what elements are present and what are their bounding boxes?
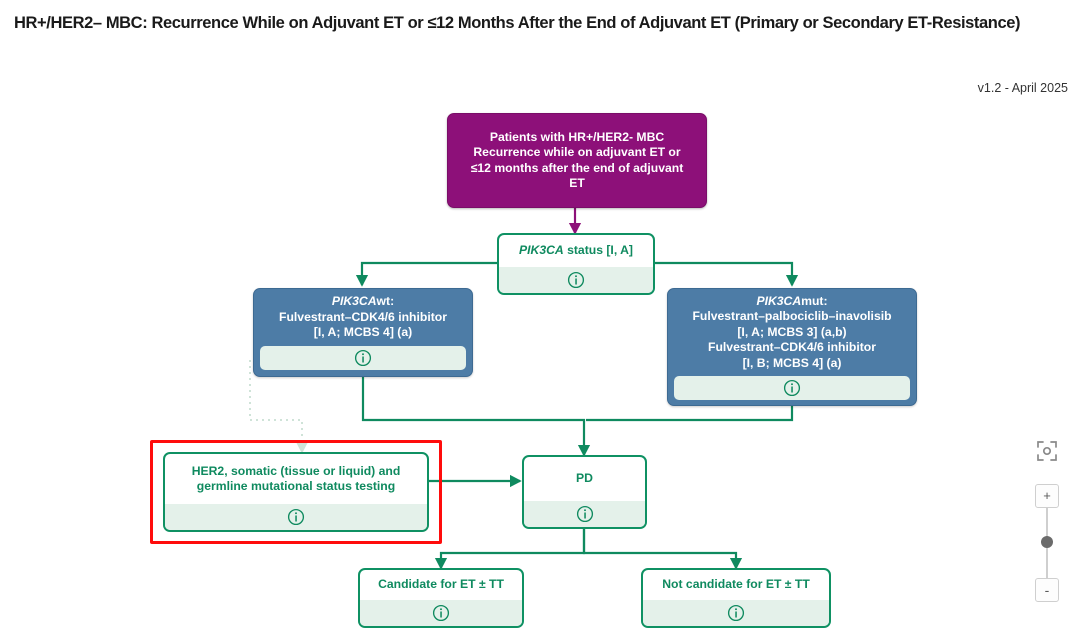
node-pik3ca-status[interactable]: PIK3CA status [I, A]	[497, 233, 655, 295]
node-candidate-text: Candidate for ET ± TT	[378, 577, 504, 592]
node-entry-text: Patients with HR+/HER2- MBC Recurrence w…	[470, 129, 684, 190]
version-label: v1.2 - April 2025	[977, 81, 1068, 95]
node-entry-patients[interactable]: Patients with HR+/HER2- MBC Recurrence w…	[447, 113, 707, 208]
node-pd-body: PD	[524, 457, 645, 501]
node-pik3ca-status-text: PIK3CA status [I, A]	[519, 243, 633, 258]
node-candidate-et-tt[interactable]: Candidate for ET ± TT	[358, 568, 524, 628]
node-pik3ca-status-footer[interactable]	[499, 267, 653, 293]
node-pd-footer[interactable]	[524, 501, 645, 527]
edge-ghost-wt-to-her2-testing	[249, 360, 308, 454]
info-icon[interactable]	[567, 271, 585, 289]
info-icon[interactable]	[727, 604, 745, 622]
node-not-candidate-footer[interactable]	[643, 600, 829, 626]
edge-status-to-pik3ca-mut	[655, 261, 799, 287]
edge-pd-to-not-candidate	[582, 529, 743, 570]
node-pik3ca-wt-body: PIK3CAwt: Fulvestrant–CDK4/6 inhibitor […	[254, 289, 472, 346]
node-candidate-body: Candidate for ET ± TT	[360, 570, 522, 600]
gene-name-italic: PIK3CA	[519, 243, 564, 258]
node-pik3ca-wt-footer[interactable]	[260, 346, 466, 370]
zoom-out-button[interactable]: -	[1035, 578, 1059, 602]
node-pik3ca-mut-footer[interactable]	[674, 375, 910, 400]
page-title: HR+/HER2– MBC: Recurrence While on Adjuv…	[14, 14, 1021, 32]
node-pik3ca-mut-body: PIK3CAmut: Fulvestrant–palbociclib–inavo…	[668, 289, 916, 376]
info-icon[interactable]	[432, 604, 450, 622]
node-entry-body: Patients with HR+/HER2- MBC Recurrence w…	[448, 114, 706, 207]
info-icon[interactable]	[576, 505, 594, 523]
edge-pik3ca-mut-to-pd	[586, 406, 794, 422]
node-pik3ca-status-rest: status [I, A]	[563, 243, 633, 258]
info-icon[interactable]	[783, 379, 801, 397]
node-pik3ca-wt[interactable]: PIK3CAwt: Fulvestrant–CDK4/6 inhibitor […	[253, 288, 473, 377]
edge-status-to-pik3ca-wt	[355, 261, 497, 287]
fit-to-screen-icon[interactable]	[1036, 440, 1058, 462]
node-pd-text: PD	[576, 471, 593, 486]
zoom-slider-handle[interactable]	[1041, 536, 1053, 548]
node-pd[interactable]: PD	[522, 455, 647, 529]
node-pik3ca-mut-rest: mut:	[801, 294, 828, 308]
node-pik3ca-mut[interactable]: PIK3CAmut: Fulvestrant–palbociclib–inavo…	[667, 288, 917, 406]
node-her2-testing[interactable]: HER2, somatic (tissue or liquid) and ger…	[163, 452, 429, 532]
gene-name-italic: PIK3CA	[331, 294, 377, 309]
info-icon[interactable]	[354, 349, 372, 367]
node-pik3ca-status-body: PIK3CA status [I, A]	[499, 235, 653, 267]
node-her2-testing-text: HER2, somatic (tissue or liquid) and ger…	[191, 463, 401, 493]
node-not-candidate-text: Not candidate for ET ± TT	[662, 577, 810, 592]
node-not-candidate-body: Not candidate for ET ± TT	[643, 570, 829, 600]
node-her2-testing-footer[interactable]	[165, 504, 427, 530]
node-pik3ca-wt-text: PIK3CAwt: Fulvestrant–CDK4/6 inhibitor […	[279, 294, 447, 340]
info-icon[interactable]	[287, 508, 305, 526]
zoom-slider[interactable]: + -	[1032, 484, 1062, 602]
node-candidate-footer[interactable]	[360, 600, 522, 626]
zoom-in-button[interactable]: +	[1035, 484, 1059, 508]
node-not-candidate-et-tt[interactable]: Not candidate for ET ± TT	[641, 568, 831, 628]
node-pik3ca-mut-text: PIK3CAmut: Fulvestrant–palbociclib–inavo…	[692, 294, 892, 370]
node-her2-testing-body: HER2, somatic (tissue or liquid) and ger…	[165, 454, 427, 504]
gene-name-italic: PIK3CA	[756, 294, 802, 308]
edge-pd-to-candidate	[434, 529, 586, 570]
zoom-controls[interactable]: + -	[1032, 440, 1062, 602]
node-pik3ca-wt-rest: wt:	[376, 294, 395, 309]
edge-pik3ca-wt-to-pd	[361, 377, 591, 457]
